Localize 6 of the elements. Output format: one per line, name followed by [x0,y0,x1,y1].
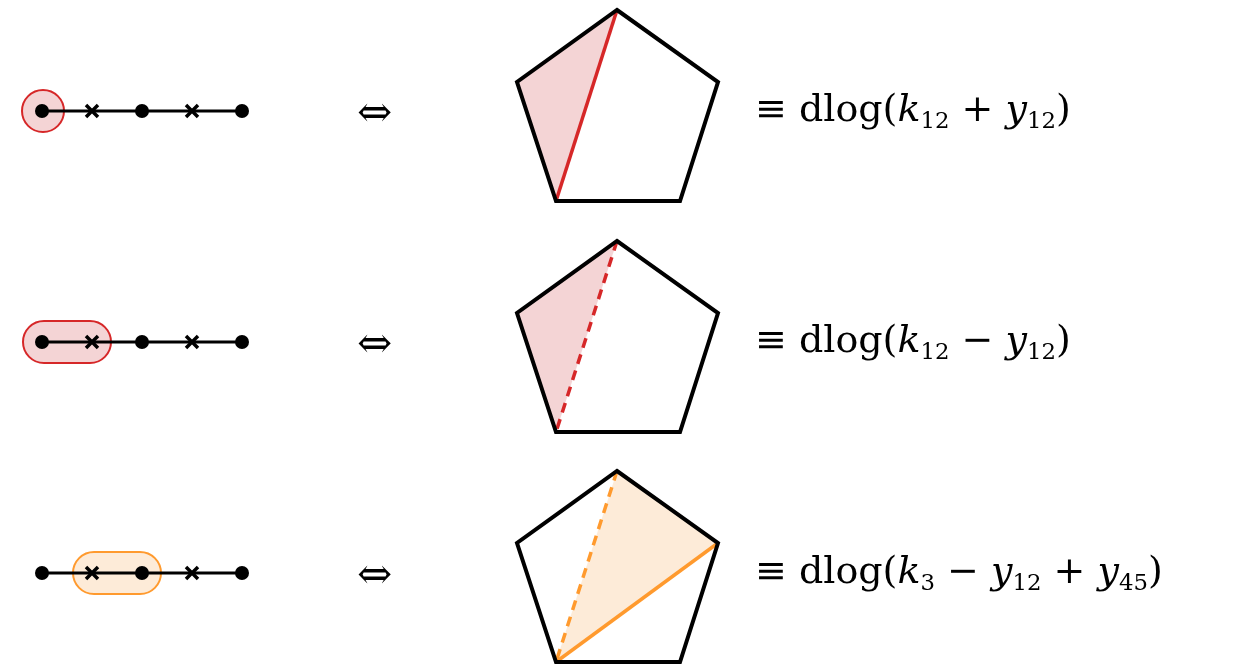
formula-text: ≡ dlog(k$_{12}$ − y$_{12}$) [755,320,1071,363]
equivalence-symbol: ⇔ [357,322,393,364]
formula-text: ≡ dlog(k$_{12}$ + y$_{12}$) [755,89,1071,132]
equivalence-symbol: ⇔ [357,553,393,595]
equivalence-symbol: ⇔ [357,91,393,133]
formula-text: ≡ dlog(k$_{3}$ − y$_{12}$ + y$_{45}$) [755,551,1163,594]
